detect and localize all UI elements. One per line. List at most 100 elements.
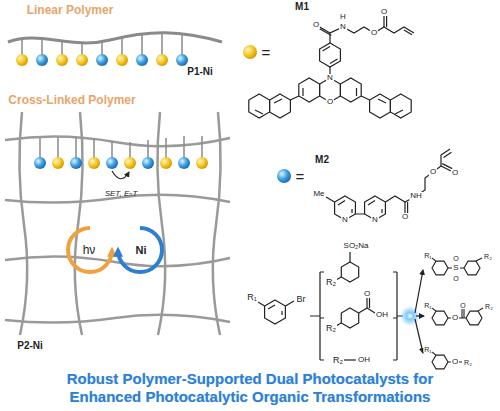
atom-label: O: [429, 168, 437, 176]
network-beads-part-part: [147, 140, 149, 158]
linear-polymer-part-part: [141, 35, 143, 55]
network-beads-part: [178, 157, 190, 169]
monomer-name: M1: [295, 2, 309, 12]
network-beads-part-part: [39, 138, 41, 158]
polymer-network-part: [157, 112, 165, 335]
network-beads-part: [160, 157, 172, 169]
substituent-label: R₂: [483, 253, 493, 260]
network-beads-part-part: [183, 136, 185, 158]
m1-structure-part: [270, 94, 291, 118]
polymer-name: P2-Ni: [17, 341, 43, 351]
network-beads-part: [88, 157, 100, 169]
network-beads-part-part: [57, 137, 59, 158]
atom-label: O: [401, 213, 409, 221]
m1-structure-part: [249, 94, 270, 118]
atom-label: O: [452, 275, 459, 282]
substituent-label: R₂: [325, 324, 337, 333]
aryl-bromide: [258, 300, 294, 324]
m1-structure-part: [340, 78, 361, 102]
atom-label: N: [339, 23, 347, 31]
network-beads-part: [142, 157, 154, 169]
polymer-network-part: [5, 136, 230, 146]
linear-polymer-part: [156, 54, 168, 66]
monomer-name: M2: [315, 155, 329, 165]
linear-polymer-part: [176, 54, 188, 66]
atom-label: O: [370, 29, 378, 37]
m2-structure-part: [326, 197, 365, 214]
atom-label: OH: [375, 311, 389, 319]
substituent-label: R₂: [484, 303, 494, 310]
alcohol-bond: [344, 359, 356, 360]
substituent-label: R₂: [332, 356, 344, 365]
linear-polymer-part-part: [101, 41, 103, 55]
linear-polymer-part-part: [21, 39, 23, 55]
atom-label: O: [451, 358, 459, 366]
atom-label: O: [312, 21, 320, 29]
linear-polymer-part: [96, 54, 108, 66]
atom-label: N: [341, 216, 349, 224]
substituent-label: R₂: [463, 359, 473, 366]
atom-label: NH: [409, 192, 423, 200]
m2-structure-part: [338, 201, 382, 214]
product-arrows: [415, 270, 424, 353]
atom-label: O: [451, 314, 459, 322]
substituent-label: R₂: [325, 278, 337, 287]
atom-label: O: [363, 290, 371, 298]
network-beads-part-part: [201, 136, 203, 158]
benzoic-acid: [336, 298, 375, 328]
linear-polymer-part: [16, 54, 28, 66]
m2-structure: [326, 149, 452, 220]
substituent-label: R₁: [423, 346, 432, 353]
atom-label: H: [339, 13, 347, 21]
light-label: hν: [83, 244, 96, 256]
sulfone-product-part: [464, 261, 480, 275]
product-arrows-part: [415, 270, 423, 313]
linear-polymer-part: [136, 54, 148, 66]
reaction-bracket: [310, 272, 403, 360]
sulfinate-part: [336, 252, 350, 280]
polymer-name: P1-Ni: [187, 67, 213, 77]
atom-label: Br: [296, 295, 307, 304]
sulfinate-part: [341, 262, 358, 282]
ether-product: [432, 352, 462, 369]
m1-structure: [249, 16, 414, 118]
blue-bead: [277, 169, 291, 183]
panel-heading: Cross-Linked Polymer: [8, 94, 135, 106]
network-beads-part: [34, 157, 46, 169]
linear-polymer-part-part: [161, 34, 163, 55]
m1-structure-part: [384, 16, 387, 27]
ester-product: [432, 308, 483, 325]
cycle-arrows: [68, 228, 162, 272]
m2-structure-part: [385, 149, 450, 202]
linear-polymer-part: [8, 33, 222, 43]
atom-label: N: [371, 216, 379, 224]
polymer-network-part: [75, 112, 83, 335]
network-beads-part-part: [111, 141, 113, 158]
m1-structure-part: [390, 94, 411, 118]
yellow-bead: [243, 45, 257, 59]
linear-polymer-part-part: [121, 38, 123, 55]
network-beads-part-part: [93, 138, 95, 158]
equals-sign: =: [296, 169, 305, 184]
atom-label: O: [452, 255, 459, 262]
sulfinate: [336, 252, 359, 282]
polymer-network: [5, 112, 230, 335]
linear-polymer-part: [56, 54, 68, 66]
network-beads-part: [106, 157, 118, 169]
network-beads: [34, 136, 208, 179]
m2-structure-part: [405, 202, 408, 213]
panel-heading: Linear Polymer: [27, 4, 114, 16]
linear-polymer-part: [116, 54, 128, 66]
reaction-bracket-part: [310, 272, 324, 360]
linear-polymer-part-part: [181, 35, 183, 55]
linear-polymer-part: [36, 54, 48, 66]
ether-product-part: [432, 355, 448, 369]
atom-label: Me: [312, 190, 325, 198]
linear-polymer-part: [22, 34, 182, 55]
atom-label: SO₂Na: [343, 242, 370, 250]
linear-polymer-part-part: [61, 41, 63, 55]
linear-polymer-part: [76, 54, 88, 66]
linear-polymer: [8, 33, 222, 66]
mechanism-label: SET, EₙT: [105, 190, 138, 198]
